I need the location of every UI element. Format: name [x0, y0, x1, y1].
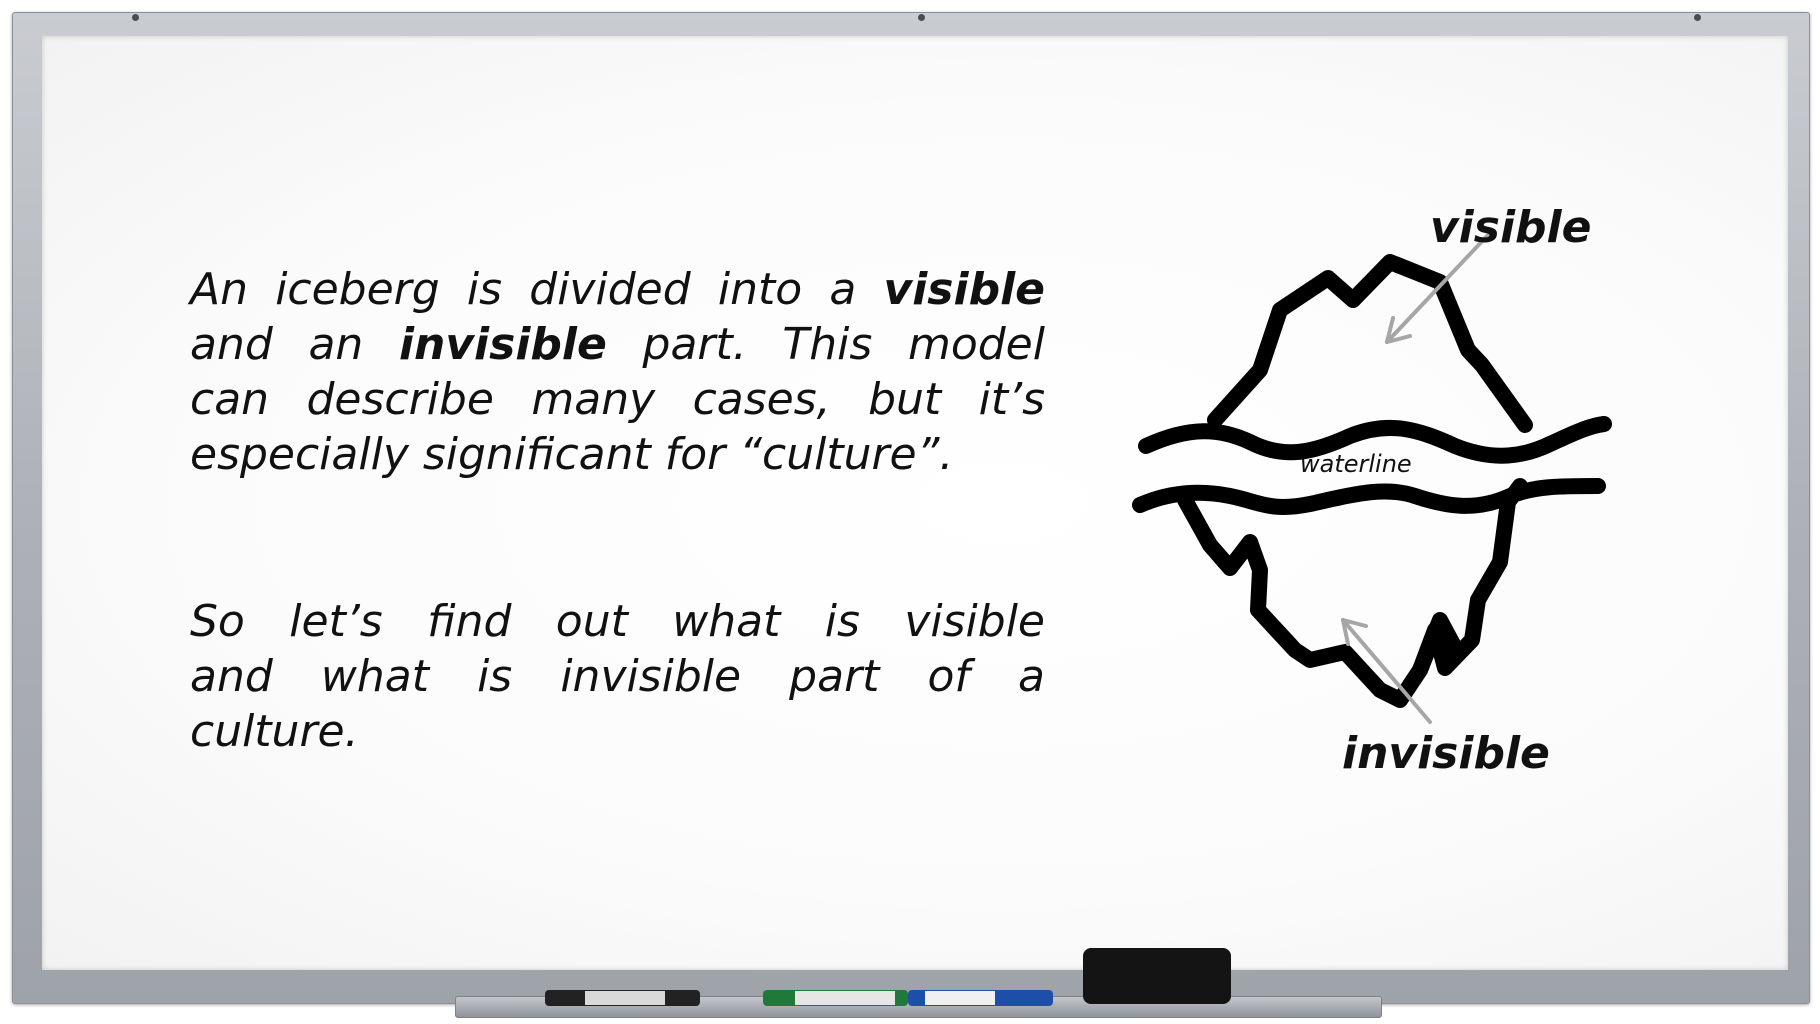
arrow-to-invisible	[1341, 618, 1432, 724]
text-line: So let’s find out what is visible	[190, 596, 1045, 647]
arrow-to-invisible-head	[1341, 618, 1368, 646]
waterline-lower-wave	[1132, 478, 1606, 515]
iceberg-diagram	[1132, 233, 1612, 724]
waterline-upper-wave	[1138, 416, 1612, 464]
mounting-screw	[918, 14, 925, 21]
label-invisible: invisible	[1342, 728, 1550, 779]
mounting-screw	[132, 14, 139, 21]
text-line: An iceberg is divided into a visible	[190, 264, 1045, 315]
text-line: and what is invisible part of a	[190, 651, 1045, 702]
eraser	[1083, 948, 1231, 1004]
iceberg-base-outline	[1177, 478, 1528, 708]
emphasis-invisible: invisible	[398, 319, 607, 370]
intro-paragraph: An iceberg is divided into a visible and…	[190, 262, 1045, 482]
label-visible: visible	[1430, 202, 1592, 253]
text-line: especially significant for “culture”.	[190, 429, 954, 480]
label-waterline: waterline	[1300, 450, 1412, 478]
mounting-screw	[1694, 14, 1701, 21]
text-line: and an invisible part. This model	[190, 319, 1045, 370]
text-line: can describe many cases, but it’s	[190, 374, 1045, 425]
arrow-to-visible-head	[1385, 316, 1412, 344]
call-to-action-paragraph: So let’s find out what is visible and wh…	[190, 594, 1045, 759]
emphasis-visible: visible	[883, 264, 1045, 315]
text-line: culture.	[190, 706, 359, 757]
iceberg-crack	[1412, 612, 1463, 678]
iceberg-tip-outline	[1207, 254, 1533, 433]
arrow-to-visible	[1385, 233, 1490, 344]
